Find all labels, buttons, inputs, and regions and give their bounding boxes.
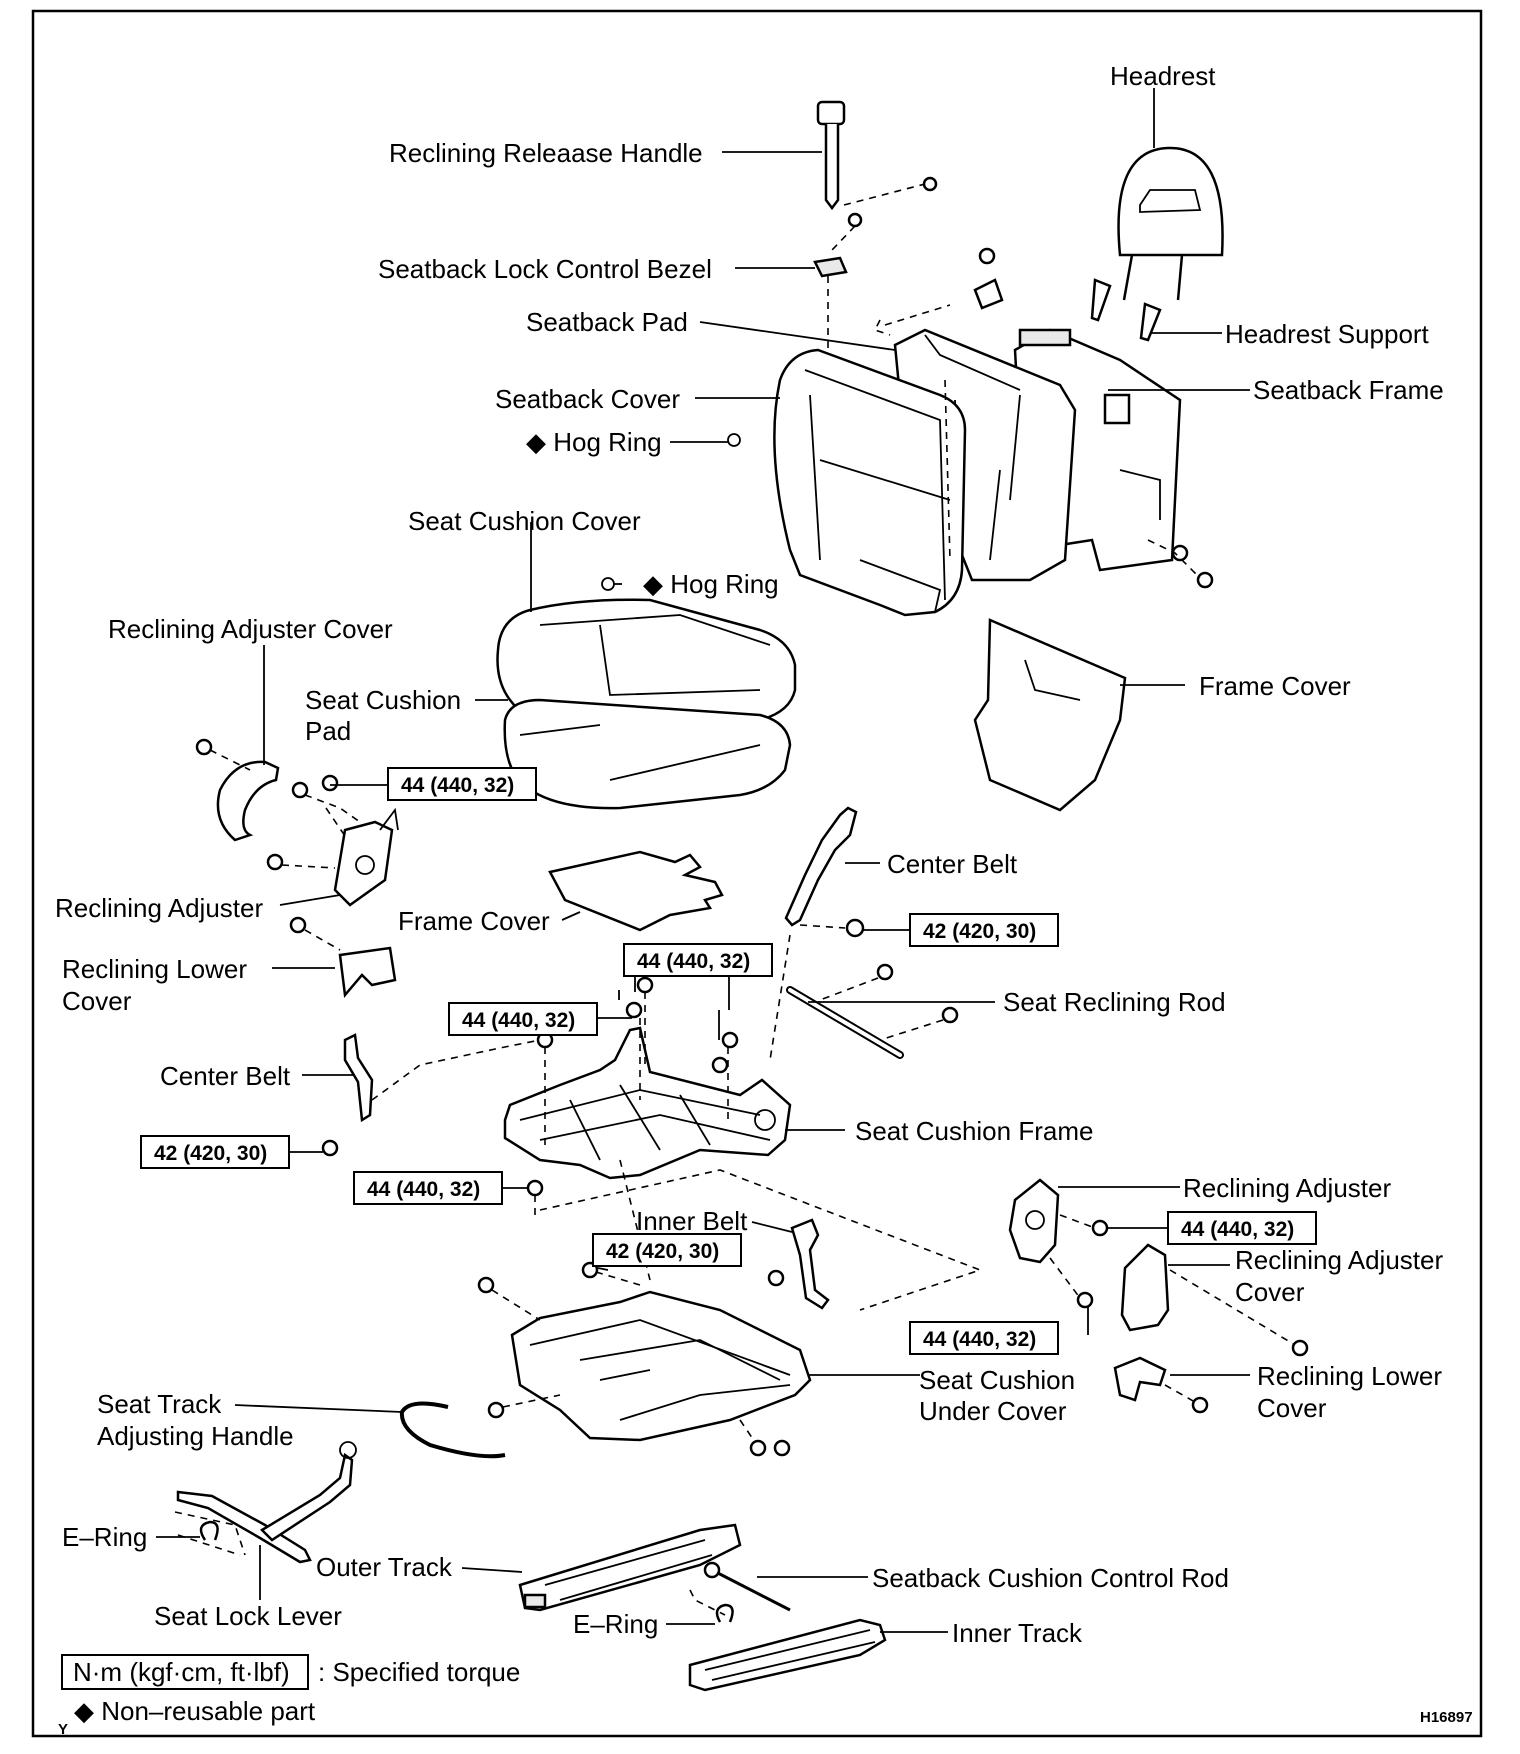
seatback-cushion-control-rod-part — [703, 1561, 791, 1612]
reclining-release-handle-part — [816, 100, 938, 251]
label-center-belt-left: Center Belt — [160, 1061, 291, 1091]
label-reclining-adjuster-right: Reclining Adjuster — [1183, 1173, 1391, 1203]
torque-44-b: 44 (440, 32) — [637, 950, 750, 973]
seat-lock-lever-part — [176, 1441, 357, 1564]
reclining-adjuster-left-part — [333, 807, 399, 907]
label-seatback-frame: Seatback Frame — [1253, 375, 1444, 405]
diagram-border — [31, 9, 1483, 1738]
seatback-cover-part — [773, 348, 967, 617]
torque-42-c: 42 (420, 30) — [606, 1240, 719, 1263]
label-reclining-adjuster-left: Reclining Adjuster — [55, 893, 263, 923]
label-seat-cushion-under-cover-1: Seat Cushion — [919, 1365, 1075, 1395]
label-seat-cushion-frame: Seat Cushion Frame — [855, 1116, 1093, 1146]
label-headrest: Headrest — [1110, 61, 1216, 91]
torque-44-f: 44 (440, 32) — [923, 1328, 1036, 1351]
seat-cushion-pad-part — [503, 698, 792, 810]
label-seat-cushion-under-cover-2: Under Cover — [919, 1396, 1067, 1426]
label-frame-cover-upper: Frame Cover — [1199, 671, 1351, 701]
label-seat-track-adjusting-handle-1: Seat Track — [97, 1389, 222, 1419]
figure-code: H16897 — [1420, 1709, 1473, 1726]
torque-44-d: 44 (440, 32) — [367, 1178, 480, 1201]
label-headrest-support: Headrest Support — [1225, 319, 1430, 349]
headrest-support-part — [1090, 278, 1162, 342]
label-reclining-lower-cover-right-1: Reclining Lower — [1257, 1361, 1442, 1391]
label-reclining-adjuster-cover-right-1: Reclining Adjuster — [1235, 1245, 1443, 1275]
leader-lines — [156, 88, 1250, 1633]
label-reclining-adjuster-cover-right-2: Cover — [1235, 1277, 1305, 1307]
label-hog-ring-2: ◆ Hog Ring — [643, 569, 779, 599]
label-seat-reclining-rod: Seat Reclining Rod — [1003, 987, 1226, 1017]
label-seatback-pad: Seatback Pad — [526, 307, 688, 337]
label-seat-cushion-pad-1: Seat Cushion — [305, 685, 461, 715]
inner-track-part — [688, 1618, 887, 1692]
legend-unit-desc: : Specified torque — [318, 1657, 520, 1687]
label-outer-track: Outer Track — [316, 1552, 453, 1582]
part-labels: Headrest Reclining Releaase Handle Seatb… — [55, 61, 1444, 1648]
center-belt-left-part — [343, 1033, 374, 1123]
label-inner-belt: Inner Belt — [636, 1206, 748, 1236]
label-seat-track-adjusting-handle-2: Adjusting Handle — [97, 1421, 294, 1451]
reclining-adjuster-cover-left-part — [216, 760, 280, 842]
label-seat-lock-lever: Seat Lock Lever — [154, 1601, 342, 1631]
seatback-lock-control-bezel-part — [813, 256, 848, 278]
label-reclining-release-handle: Reclining Releaase Handle — [389, 138, 703, 168]
torque-44-a: 44 (440, 32) — [401, 774, 514, 797]
label-seatback-lock-control-bezel: Seatback Lock Control Bezel — [378, 254, 712, 284]
reclining-lower-cover-right-part — [1113, 1356, 1167, 1402]
label-seatback-cushion-control-rod: Seatback Cushion Control Rod — [872, 1563, 1229, 1593]
label-e-ring-2: E–Ring — [573, 1609, 658, 1639]
label-reclining-adjuster-cover-left: Reclining Adjuster Cover — [108, 614, 393, 644]
label-seat-cushion-pad-2: Pad — [305, 716, 351, 746]
torque-specs: 44 (440, 32) 42 (420, 30) 44 (440, 32) 4… — [140, 767, 1317, 1355]
legend-corner-mark: Y — [58, 1721, 68, 1738]
seat-cushion-frame-part — [503, 1026, 792, 1180]
frame-cover-upper-part — [973, 618, 1127, 812]
label-frame-cover-lower: Frame Cover — [398, 906, 550, 936]
label-inner-track: Inner Track — [952, 1618, 1083, 1648]
torque-44-e: 44 (440, 32) — [1181, 1218, 1294, 1241]
hog-ring-1-part — [727, 433, 741, 447]
label-center-belt-right: Center Belt — [887, 849, 1018, 879]
frame-cover-lower-part — [548, 850, 724, 932]
label-reclining-lower-cover-left-1: Reclining Lower — [62, 954, 247, 984]
legend-unit-box: N·m (kgf·cm, ft·lbf) — [73, 1657, 290, 1687]
outer-track-part — [518, 1523, 742, 1612]
center-belt-right-part — [784, 806, 858, 927]
reclining-adjuster-right-part — [1008, 1178, 1060, 1264]
torque-42-a: 42 (420, 30) — [923, 920, 1036, 943]
label-e-ring-1: E–Ring — [62, 1522, 147, 1552]
label-reclining-lower-cover-left-2: Cover — [62, 986, 132, 1016]
label-hog-ring-1: ◆ Hog Ring — [526, 427, 662, 457]
torque-44-c: 44 (440, 32) — [462, 1009, 575, 1032]
inner-belt-part — [790, 1218, 830, 1310]
label-seatback-cover: Seatback Cover — [495, 384, 680, 414]
headrest-part — [1117, 146, 1224, 301]
label-reclining-lower-cover-right-2: Cover — [1257, 1393, 1327, 1423]
legend-nonreusable: ◆ Non–reusable part — [74, 1696, 316, 1726]
reclining-adjuster-cover-right-part — [1120, 1243, 1170, 1332]
reclining-lower-cover-left-part — [338, 946, 397, 998]
hog-ring-2-part — [601, 577, 615, 591]
seat-cushion-under-cover-part — [510, 1290, 812, 1442]
label-seat-cushion-cover: Seat Cushion Cover — [408, 506, 641, 536]
torque-42-b: 42 (420, 30) — [154, 1142, 267, 1165]
e-ring-1-part — [199, 1520, 219, 1541]
seat-track-adjusting-handle-part — [399, 1401, 506, 1459]
e-ring-2-part — [715, 1603, 734, 1623]
legend: N·m (kgf·cm, ft·lbf) : Specified torque … — [58, 1654, 520, 1738]
